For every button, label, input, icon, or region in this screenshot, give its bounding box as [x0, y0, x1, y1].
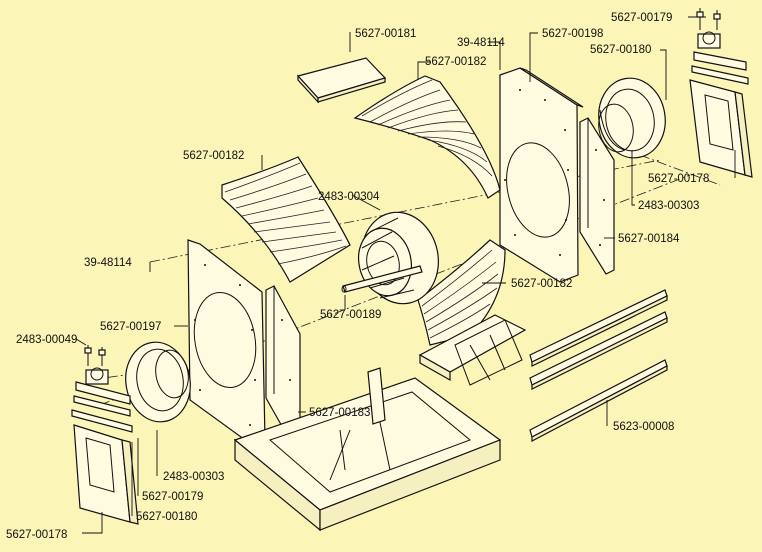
label-2483-00303-right: 2483-00303 — [638, 200, 699, 212]
bearing-pedestal-right — [689, 51, 753, 178]
label-5627-00179-top: 5627-00179 — [611, 12, 672, 24]
scroll-wrapper-left — [221, 156, 351, 283]
base-frame — [233, 367, 502, 532]
label-2483-00303-left: 2483-00303 — [163, 471, 224, 483]
side-panel-left — [187, 239, 266, 446]
label-5627-00179-left: 5627-00179 — [142, 491, 203, 503]
angle-rails — [529, 289, 668, 442]
leader-lines — [75, 16, 736, 534]
label-5627-00178-right: 5627-00178 — [648, 173, 709, 185]
label-5623-00008: 5623-00008 — [613, 421, 674, 433]
label-39-48114-left: 39-48114 — [84, 257, 132, 269]
inlet-cone-left — [125, 341, 191, 423]
label-5627-00180-left: 5627-00180 — [136, 511, 197, 523]
label-5627-00183: 5627-00183 — [309, 407, 370, 419]
label-5627-00182-left: 5627-00182 — [183, 150, 244, 162]
scroll-wrapper-top — [353, 75, 501, 199]
label-5627-00189: 5627-00189 — [320, 309, 381, 321]
scroll-wrapper-lower — [417, 239, 506, 346]
fan-shaft — [341, 265, 423, 293]
label-2483-00304: 2483-00304 — [318, 191, 380, 203]
label-5627-00181: 5627-00181 — [355, 28, 416, 40]
bearing-pedestal-left — [71, 381, 139, 525]
top-cover-plate — [296, 57, 387, 104]
label-5627-00182-lower: 5627-00182 — [511, 278, 572, 290]
label-5627-00178-left: 5627-00178 — [6, 529, 67, 541]
inlet-cone-right — [598, 77, 666, 159]
side-panel-right — [499, 67, 584, 283]
label-39-48114-top: 39-48114 — [457, 37, 505, 49]
bearing-right — [696, 8, 721, 49]
bearing-left — [84, 345, 109, 385]
label-5627-00184: 5627-00184 — [618, 233, 680, 245]
label-5627-00198: 5627-00198 — [542, 28, 603, 40]
label-2483-00049: 2483-00049 — [16, 334, 77, 346]
cutoff-panel-right — [579, 117, 615, 275]
part-labels: 5627-00181 5627-00182 39-48114 5627-0019… — [6, 12, 709, 541]
motor-bracket — [418, 314, 527, 386]
label-5627-00180-top: 5627-00180 — [590, 44, 651, 56]
label-5627-00197: 5627-00197 — [100, 321, 161, 333]
label-5627-00182-top: 5627-00182 — [425, 56, 486, 68]
